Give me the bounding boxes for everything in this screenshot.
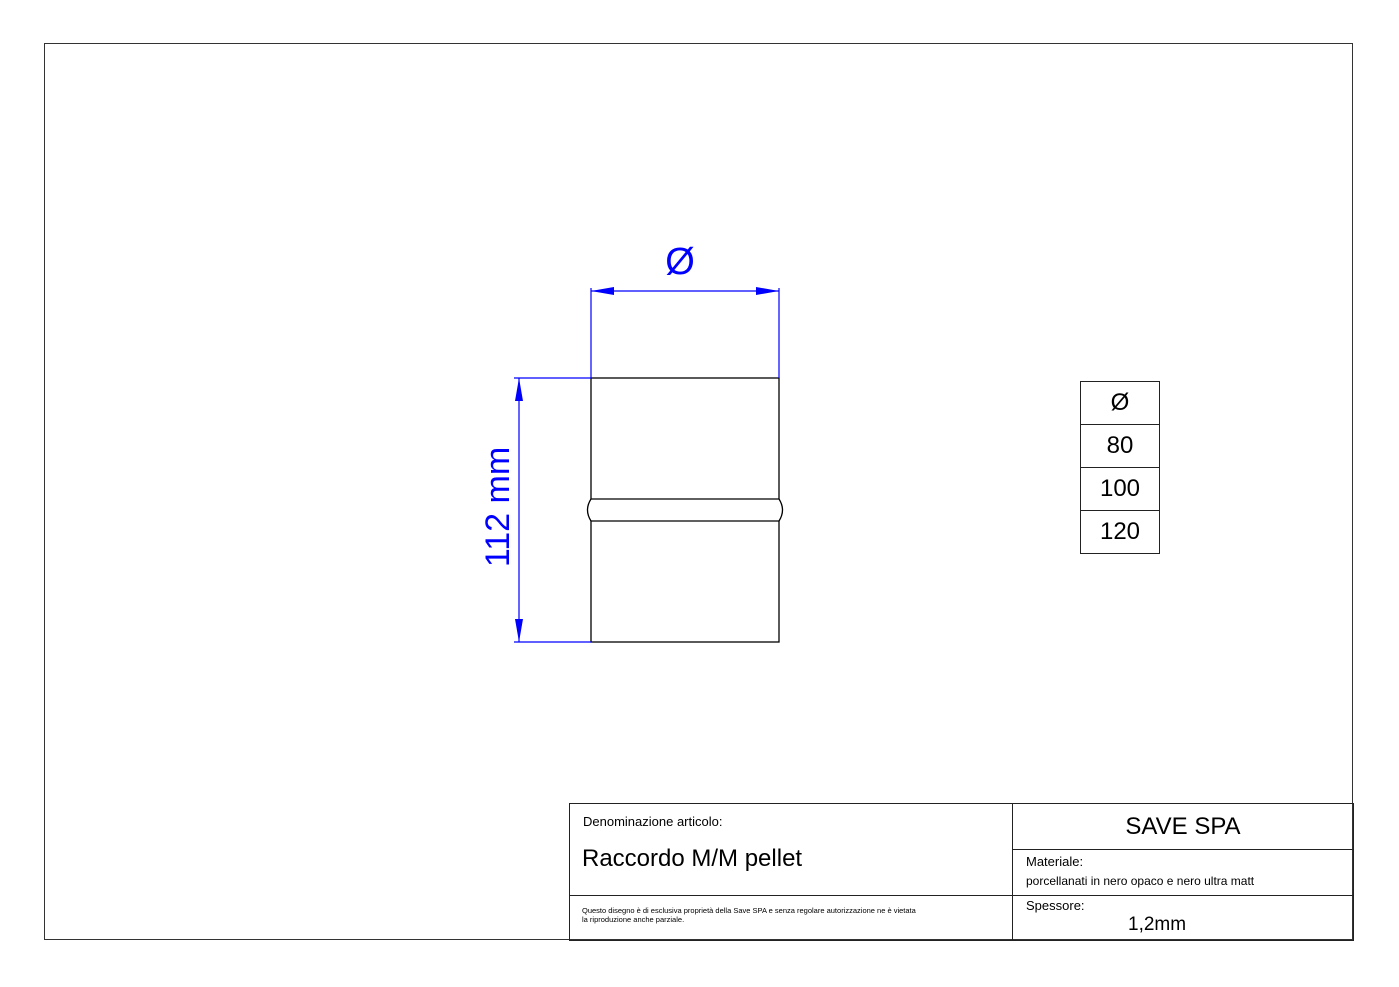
material-label: Materiale:: [1026, 854, 1084, 869]
thickness-value: 1,2mm: [1128, 914, 1187, 935]
disclaimer-line: la riproduzione anche parziale.: [582, 915, 685, 924]
thickness-cell: Spessore: 1,2mm: [1013, 896, 1353, 940]
material-cell: Materiale: porcellanati in nero opaco e …: [1013, 850, 1353, 896]
drawing-frame: [44, 43, 1353, 940]
article-cell: Denominazione articolo: Raccordo M/M pel…: [570, 804, 1012, 896]
denomination-label: Denominazione articolo:: [583, 814, 723, 829]
length-dimension: [514, 377, 591, 643]
length-label: 112 mm: [479, 446, 517, 568]
diameter-size-table: Ø 80 100 120: [1080, 381, 1160, 554]
title-block: Denominazione articolo: Raccordo M/M pel…: [569, 803, 1354, 941]
company-name: SAVE SPA: [1013, 804, 1353, 850]
size-table-header: Ø: [1080, 381, 1160, 425]
title-block-info: SAVE SPA Materiale: porcellanati in nero…: [1013, 804, 1353, 940]
size-table-cell: 120: [1080, 510, 1160, 554]
diameter-dimension: [590, 287, 780, 378]
diameter-label: Ø: [665, 241, 695, 283]
disclaimer-line: Questo disegno è di esclusiva proprietà …: [582, 906, 916, 915]
article-name: Raccordo M/M pellet: [582, 845, 803, 872]
pipe-outline: [586, 377, 784, 643]
material-value: porcellanati in nero opaco e nero ultra …: [1026, 874, 1255, 888]
thickness-label: Spessore:: [1026, 898, 1085, 913]
size-table-cell: 100: [1080, 467, 1160, 511]
title-block-article: Denominazione articolo: Raccordo M/M pel…: [570, 804, 1013, 940]
disclaimer-text: Questo disegno è di esclusiva proprietà …: [582, 906, 1002, 924]
size-table-cell: 80: [1080, 424, 1160, 468]
